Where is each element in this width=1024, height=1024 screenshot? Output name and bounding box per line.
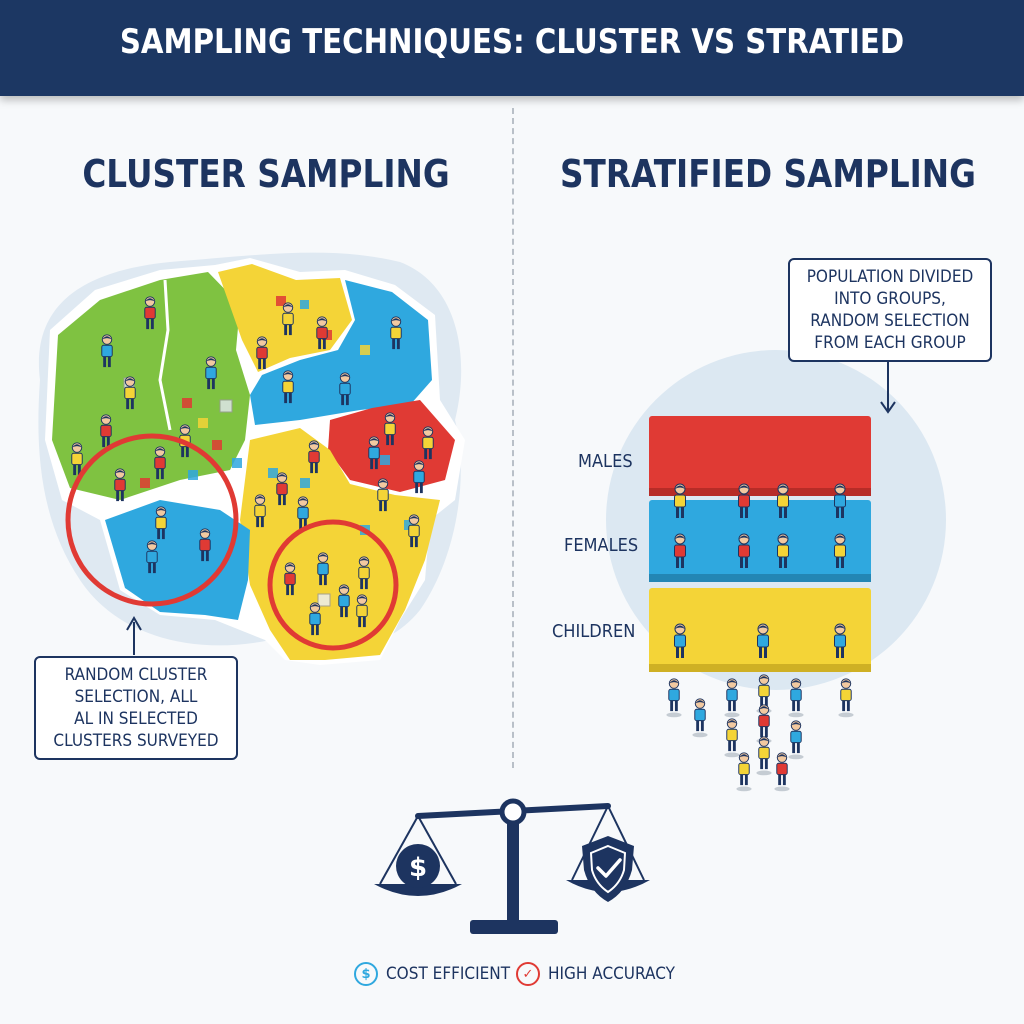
person-icon [154,446,166,480]
person-icon [788,678,804,718]
person-icon [674,623,686,658]
person-icon [144,296,156,330]
stratified-note-line: INTO GROUPS, [834,289,946,309]
person-icon [738,483,750,518]
shield-check-icon [582,836,634,902]
cluster-note-arrow [126,616,142,655]
person-icon [71,442,83,476]
region-blue-east [250,280,432,425]
person-icon [205,356,217,390]
legend-label: COST EFFICIENT [386,964,511,984]
region-green [52,272,250,500]
stratified-sampling-title: STRATIFIED SAMPLING [560,152,976,196]
stratified-note-line: RANDOM SELECTION [810,311,970,331]
person-icon [124,376,136,410]
person-icon [834,483,846,518]
cluster-note-box: RANDOM CLUSTER SELECTION, ALL AL IN SELE… [34,656,238,760]
person-icon [101,334,113,368]
person-icon [146,540,158,574]
person-icon [309,602,321,636]
person-icon [674,533,686,568]
cluster-note-line: CLUSTERS SURVEYED [53,731,219,751]
stratum-bar-males [649,416,871,496]
person-icon [838,678,854,718]
person-icon [834,623,846,658]
person-icon [413,460,425,494]
region-red [328,400,455,492]
person-icon [358,556,370,590]
legend-cost-efficient: $ COST EFFICIENT [354,962,524,986]
stratum-label-males: MALES [578,451,633,472]
stratified-note-line: FROM EACH GROUP [814,333,966,353]
map-people [71,296,434,636]
person-icon [114,468,126,502]
person-icon [284,562,296,596]
person-icon [384,412,396,446]
person-icon [692,698,708,738]
cluster-map [38,252,465,665]
person-icon [282,370,294,404]
person-icon [155,506,167,540]
person-icon [100,414,112,448]
person-icon [254,494,266,528]
person-icon [674,483,686,518]
svg-text:$: $ [409,853,427,883]
cluster-sampling-title: CLUSTER SAMPLING [82,152,450,196]
person-icon [317,552,329,586]
person-icon [757,623,769,658]
person-icon [774,752,790,792]
person-icon [282,302,294,336]
person-icon [736,752,752,792]
person-icon [756,736,772,776]
person-icon [408,514,420,548]
cluster-note-line: SELECTION, ALL [74,687,198,707]
person-icon [724,678,740,718]
person-icon [316,316,328,350]
person-icon [256,336,268,370]
person-icon [777,533,789,568]
dollar-icon: $ [354,962,378,986]
stratum-bar-females [649,500,871,582]
person-icon [666,678,682,718]
person-icon [338,584,350,618]
header-banner: SAMPLING TECHNIQUES: CLUSTER VS STRATIED [0,0,1024,96]
person-icon [777,483,789,518]
stratified-note-arrow [880,362,896,414]
stratum-label-children: CHILDREN [552,621,636,642]
center-divider [512,108,514,768]
coin-dollar-icon: $ [396,844,440,888]
region-blue-southwest [105,500,250,620]
person-icon [308,440,320,474]
cluster-note-line: AL IN SELECTED [74,709,198,729]
person-icon [368,436,380,470]
balance-scale-icon [374,798,650,934]
person-icon [276,472,288,506]
person-icon [297,496,309,530]
stratum-label-females: FEMALES [564,535,639,556]
selected-cluster-circle-1 [65,433,239,607]
person-icon [339,372,351,406]
check-icon: ✓ [516,962,540,986]
legend-label: HIGH ACCURACY [548,964,675,984]
page-title: SAMPLING TECHNIQUES: CLUSTER VS STRATIED [119,22,905,62]
person-icon [788,720,804,760]
person-icon [356,594,368,628]
selected-cluster-circle-2 [267,519,399,651]
strata-people [674,483,846,658]
person-icon [738,533,750,568]
person-icon [422,426,434,460]
legend-high-accuracy: ✓ HIGH ACCURACY [516,962,689,986]
region-yellow-south [240,428,440,660]
sample-people [666,674,854,792]
cluster-note-line: RANDOM CLUSTER [64,665,208,685]
stratified-note-line: POPULATION DIVIDED [806,267,974,287]
stratified-note-box: POPULATION DIVIDED INTO GROUPS, RANDOM S… [788,258,992,362]
person-icon [199,528,211,562]
person-icon [834,533,846,568]
person-icon [377,478,389,512]
person-icon [724,718,740,758]
person-icon [390,316,402,350]
